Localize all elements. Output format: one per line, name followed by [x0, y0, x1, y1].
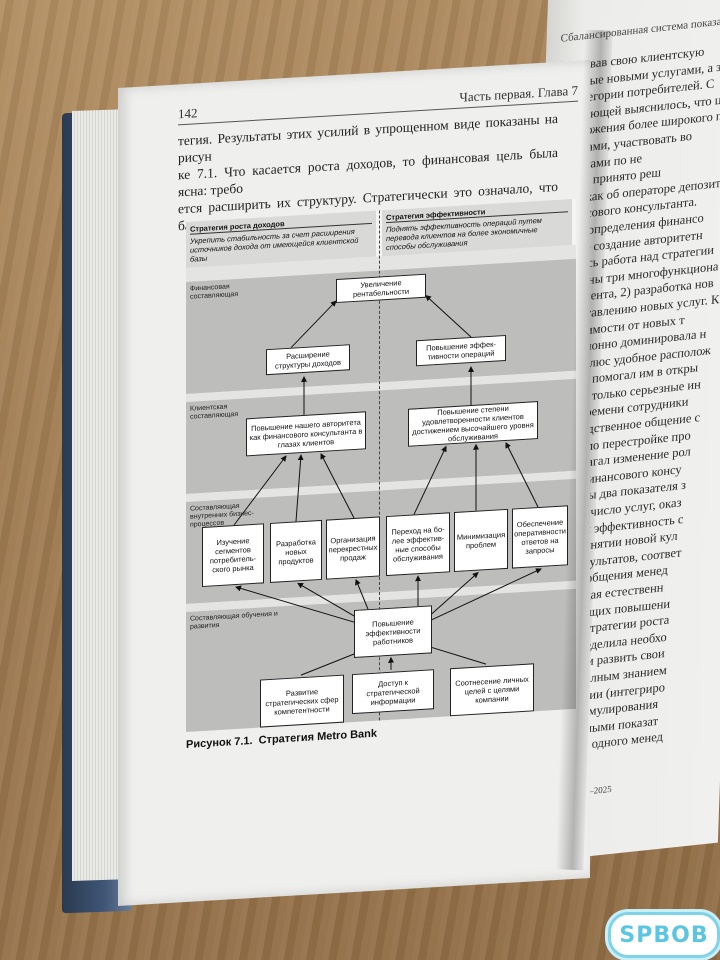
info-access-box: Доступ к стратегической информации: [352, 669, 434, 715]
align-goals-box: Соотнесение личных целей с целями компан…: [450, 663, 534, 717]
shift-channel-box: Переход на бо-лее эффектив-ные способы о…: [386, 512, 450, 577]
left-page: 142 Часть первая. Глава 7 тегия. Результ…: [118, 59, 590, 907]
figure-caption-label: Рисунок 7.1.: [186, 735, 253, 751]
arrow: [505, 442, 539, 508]
section-title: Часть первая. Глава 7: [459, 82, 578, 105]
arrow: [290, 300, 337, 349]
figure-caption: Рисунок 7.1. Стратегия Metro Bank: [186, 727, 383, 751]
arrow: [295, 454, 304, 522]
responsive-service-box: Обеспечение оперативности ответов на зап…: [512, 505, 568, 569]
customer-satisfaction-box: Повышение степени удовлетворенности клие…: [408, 401, 538, 447]
new-products-box: Разработка новых продуктов: [270, 519, 322, 583]
cross-sell-box: Организация перекрестных продаж: [326, 516, 380, 580]
arrows-layer: [233, 295, 542, 676]
revenue-mix-box: Расширение структуры доходов: [266, 344, 350, 376]
segments-box: Изучение сегментов потребитель-ского рын…: [202, 523, 264, 588]
strategy-map-figure: Финансовая составляющая Клиентская соста…: [186, 198, 576, 732]
employee-productivity-box: Повышение эффективности работников: [354, 605, 432, 658]
arrow: [417, 568, 542, 627]
arrow: [425, 295, 472, 338]
operating-efficiency-box: Повышение эффек-тивности операций: [416, 334, 506, 367]
arrow: [235, 585, 377, 630]
arrow: [233, 455, 287, 526]
watermark-badge: SPBOB: [608, 912, 720, 958]
arrow: [425, 644, 487, 665]
arrow: [413, 445, 447, 515]
page-number: 142: [178, 105, 198, 122]
figure-caption-title: Стратегия Metro Bank: [258, 727, 377, 747]
arrow: [320, 453, 355, 519]
trusted-advisor-box: Повышение нашего авторитета как финансов…: [246, 411, 366, 457]
competencies-box: Развитие стратегических сфер компетентно…: [260, 674, 344, 728]
minimize-problems-box: Минимизация проблем: [454, 508, 508, 573]
